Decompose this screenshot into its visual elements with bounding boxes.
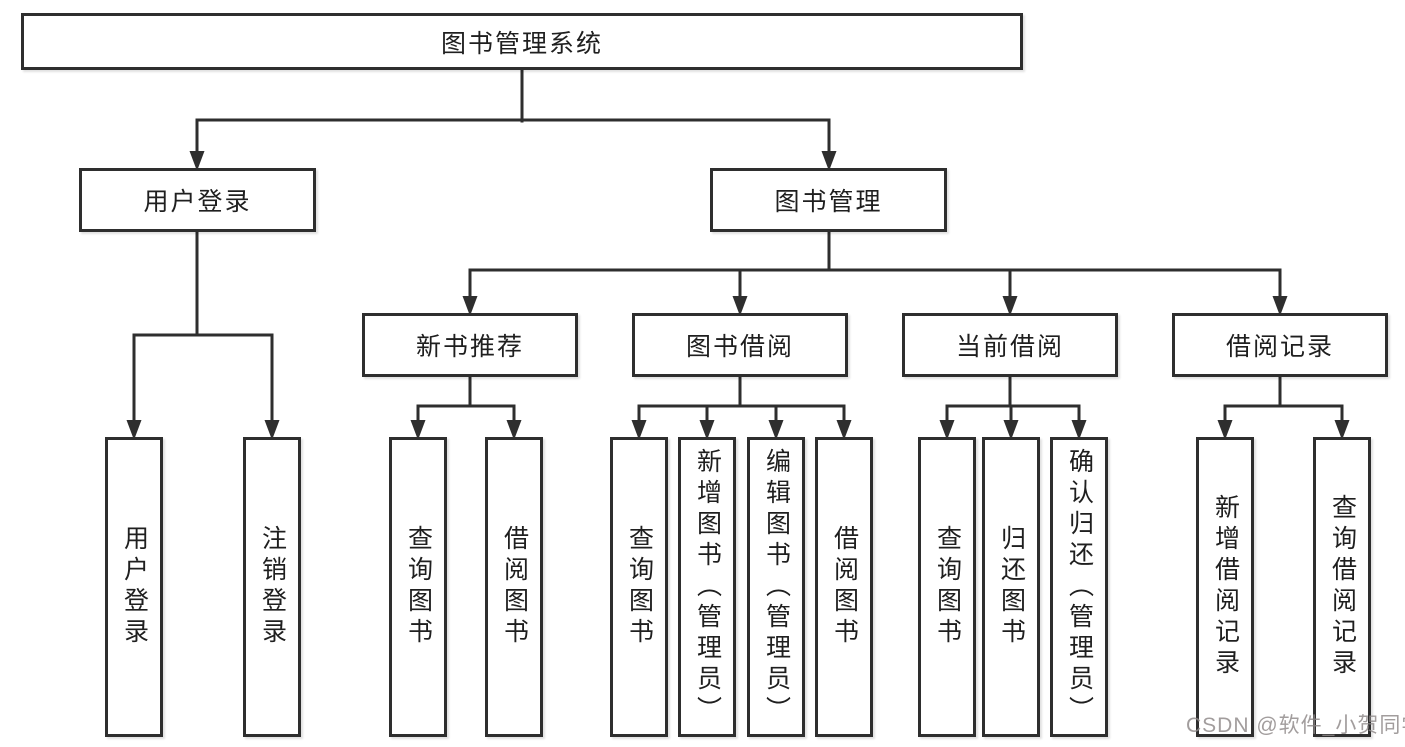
node-label: 查询图书 (404, 525, 433, 649)
node-label: 查询借阅记录 (1328, 494, 1357, 680)
node-label: 当前借阅 (955, 333, 1064, 361)
leaf-user-login: 用户登录 (105, 437, 163, 737)
node-label: 新增图书（管理员） (693, 447, 722, 727)
leaf-query-borrow-record: 查询借阅记录 (1313, 437, 1371, 737)
node-new-book-recommend: 新书推荐 (362, 313, 578, 377)
node-label: 查询图书 (625, 525, 654, 649)
node-label: 查询图书 (933, 525, 962, 649)
node-root-library-system: 图书管理系统 (21, 13, 1023, 70)
arrow-stems (132, 120, 1344, 428)
node-label: 用户登录 (143, 188, 252, 216)
node-label: 编辑图书（管理员） (762, 447, 791, 727)
node-label: 新增借阅记录 (1211, 494, 1240, 680)
leaf-borrow-book-newrec: 借阅图书 (485, 437, 543, 737)
csdn-watermark: CSDN @软件_小贺同学 (1186, 714, 1405, 737)
node-label: 图书管理 (774, 188, 883, 216)
node-book-management: 图书管理 (710, 168, 947, 232)
node-book-borrow: 图书借阅 (632, 313, 848, 377)
tree-branch-lines (132, 68, 1344, 408)
node-label: 借阅图书 (500, 525, 529, 649)
leaf-query-book-borrow: 查询图书 (610, 437, 668, 737)
leaf-edit-book-admin: 编辑图书（管理员） (747, 437, 805, 737)
node-label: 确认归还（管理员） (1065, 447, 1094, 727)
node-label: 图书借阅 (685, 333, 794, 361)
leaf-query-book-current: 查询图书 (918, 437, 976, 737)
leaf-return-book: 归还图书 (982, 437, 1040, 737)
node-label: 借阅记录 (1225, 333, 1334, 361)
node-user-login: 用户登录 (79, 168, 316, 232)
node-label: 注销登录 (258, 525, 287, 649)
leaf-query-book-newrec: 查询图书 (389, 437, 447, 737)
node-label: 用户登录 (120, 525, 149, 649)
leaf-add-book-admin: 新增图书（管理员） (678, 437, 736, 737)
leaf-confirm-return-admin: 确认归还（管理员） (1050, 437, 1108, 737)
node-label: 借阅图书 (830, 525, 859, 649)
node-label: 归还图书 (997, 525, 1026, 649)
node-label: 图书管理系统 (440, 29, 603, 58)
leaf-logout: 注销登录 (243, 437, 301, 737)
node-label: 新书推荐 (415, 333, 524, 361)
leaf-add-borrow-record: 新增借阅记录 (1196, 437, 1254, 737)
node-borrow-record: 借阅记录 (1172, 313, 1388, 377)
leaf-borrow-book: 借阅图书 (815, 437, 873, 737)
node-current-borrow: 当前借阅 (902, 313, 1118, 377)
